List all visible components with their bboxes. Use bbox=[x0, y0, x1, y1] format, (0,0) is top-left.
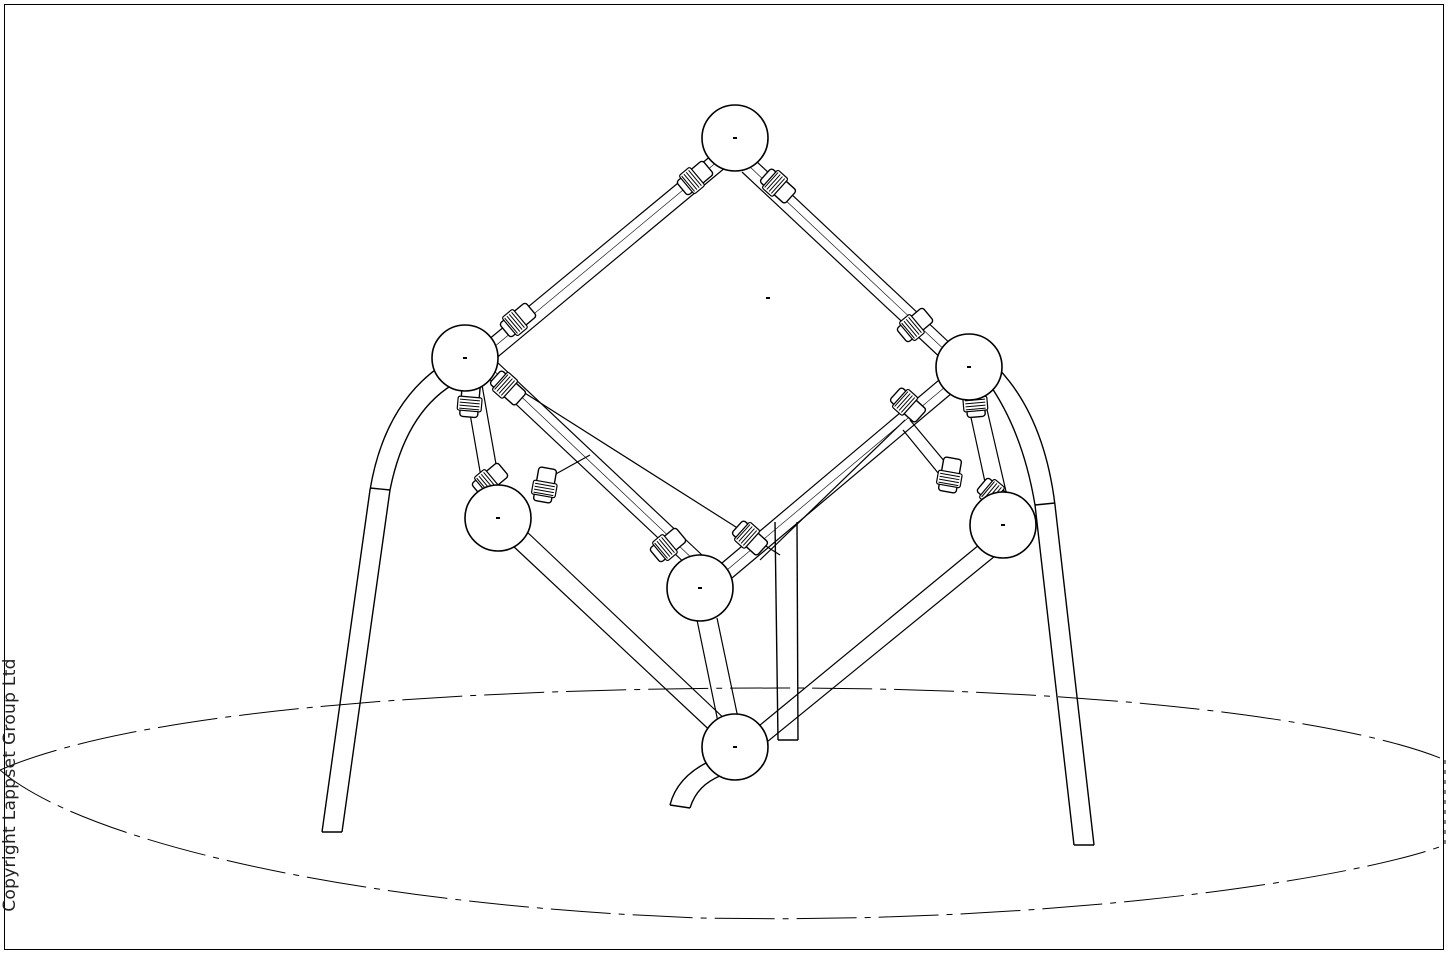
ball-joint-bottom bbox=[701, 713, 769, 781]
right-arched-leg bbox=[984, 364, 1095, 846]
copyright-notice: Copyright Lappset Group Ltd bbox=[0, 658, 20, 912]
cube-tubes bbox=[464, 149, 1009, 747]
ball-joints bbox=[431, 104, 1037, 781]
center-post bbox=[774, 521, 799, 741]
ball-joint-front bbox=[666, 554, 734, 622]
safety-area-ellipse bbox=[0, 687, 1446, 920]
drawing-frame bbox=[4, 4, 1444, 950]
ball-joint-left bbox=[431, 324, 499, 392]
ball-joint-right bbox=[935, 333, 1003, 401]
ball-joint-lower-left bbox=[464, 484, 532, 552]
tube-clamps bbox=[455, 157, 1017, 566]
ball-joint-lower-right bbox=[969, 491, 1037, 559]
ball-joint-top bbox=[701, 104, 769, 172]
left-arched-leg bbox=[321, 364, 453, 833]
